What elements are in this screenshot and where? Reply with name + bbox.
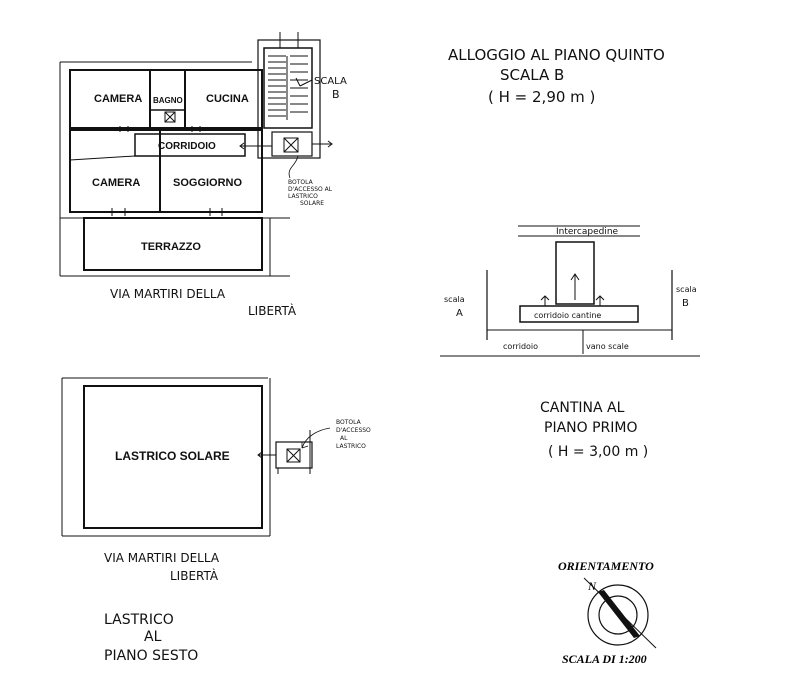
roof-hatch-note-3: AL (340, 435, 348, 442)
corridoio-cantine-label: corridoio cantine (534, 311, 601, 320)
cellar-title-3: ( H = 3,00 m ) (548, 444, 648, 460)
cellar-labels: Intercapedine scala A scala B corridoio … (444, 227, 697, 460)
hatch-note-line-2: D'ACCESSO AL (288, 186, 333, 193)
roof-hatch-note-1: BOTOLA (336, 419, 362, 426)
stair-label-b: B (332, 88, 340, 101)
scala-b-label-1: scala (676, 285, 697, 294)
scala-a-label-1: scala (444, 295, 465, 304)
corridoio-label: corridoio (503, 342, 538, 351)
apartment-labels: CAMERA BAGNO CUCINA CORRIDOIO CAMERA SOG… (92, 76, 347, 318)
roof-labels: LASTRICO SOLARE BOTOLA D'ACCESSO AL LAST… (104, 419, 371, 664)
compass-inner-circle-icon (598, 595, 638, 635)
room-label-corridoio: CORRIDOIO (158, 141, 216, 152)
scale-label: SCALA DI 1:200 (562, 652, 647, 666)
roof-title-2: AL (144, 629, 162, 645)
scala-b-label-2: B (682, 298, 689, 309)
vano-scale-label: vano scale (586, 342, 629, 351)
hatch-note-line-4: SOLARE (300, 200, 324, 207)
north-arrow-icon (598, 590, 640, 638)
street-label-1: VIA MARTIRI DELLA (110, 287, 226, 301)
title-line-2: SCALA B (500, 66, 564, 84)
title-line-3: ( H = 2,90 m ) (488, 88, 595, 106)
roof-hatch-note-4: LASTRICO (336, 443, 366, 450)
lastrico-solare-label: LASTRICO SOLARE (115, 449, 230, 463)
room-label-bagno: BAGNO (153, 96, 183, 105)
roof-hatch-note-2: D'ACCESSO (336, 427, 371, 434)
compass-outer-circle-icon (587, 584, 649, 646)
room-label-terrazzo: TERRAZZO (141, 241, 201, 253)
roof-street-1: VIA MARTIRI DELLA (104, 551, 220, 565)
main-title: ALLOGGIO AL PIANO QUINTO SCALA B ( H = 2… (448, 46, 665, 106)
cellar-title-1: CANTINA AL (540, 400, 625, 416)
title-line-1: ALLOGGIO AL PIANO QUINTO (448, 46, 665, 64)
room-label-soggiorno: SOGGIORNO (173, 177, 243, 189)
scala-a-label-2: A (456, 308, 463, 319)
stair-label-scala: SCALA (314, 76, 347, 87)
intercapedine-label: Intercapedine (556, 227, 619, 237)
roof-title-3: PIANO SESTO (104, 648, 198, 664)
orientation-compass: N ORIENTAMENTO SCALA DI 1:200 (558, 559, 657, 666)
apartment-plan (59, 32, 333, 277)
cellar-plan (440, 225, 700, 357)
roof-plan (61, 377, 331, 537)
room-label-cucina: CUCINA (206, 93, 249, 105)
hatch-note-line-1: BOTOLA (288, 179, 314, 186)
room-label-camera-top: CAMERA (94, 93, 142, 105)
room-label-camera-bottom: CAMERA (92, 177, 140, 189)
hatch-note-line-3: LASTRICO (288, 193, 318, 200)
cellar-title-2: PIANO PRIMO (544, 420, 638, 436)
roof-title-1: LASTRICO (104, 612, 174, 628)
orientation-title: ORIENTAMENTO (558, 559, 654, 573)
north-label: N (587, 579, 597, 593)
street-label-2: LIBERTÀ (248, 303, 297, 318)
roof-street-2: LIBERTÀ (170, 568, 219, 583)
